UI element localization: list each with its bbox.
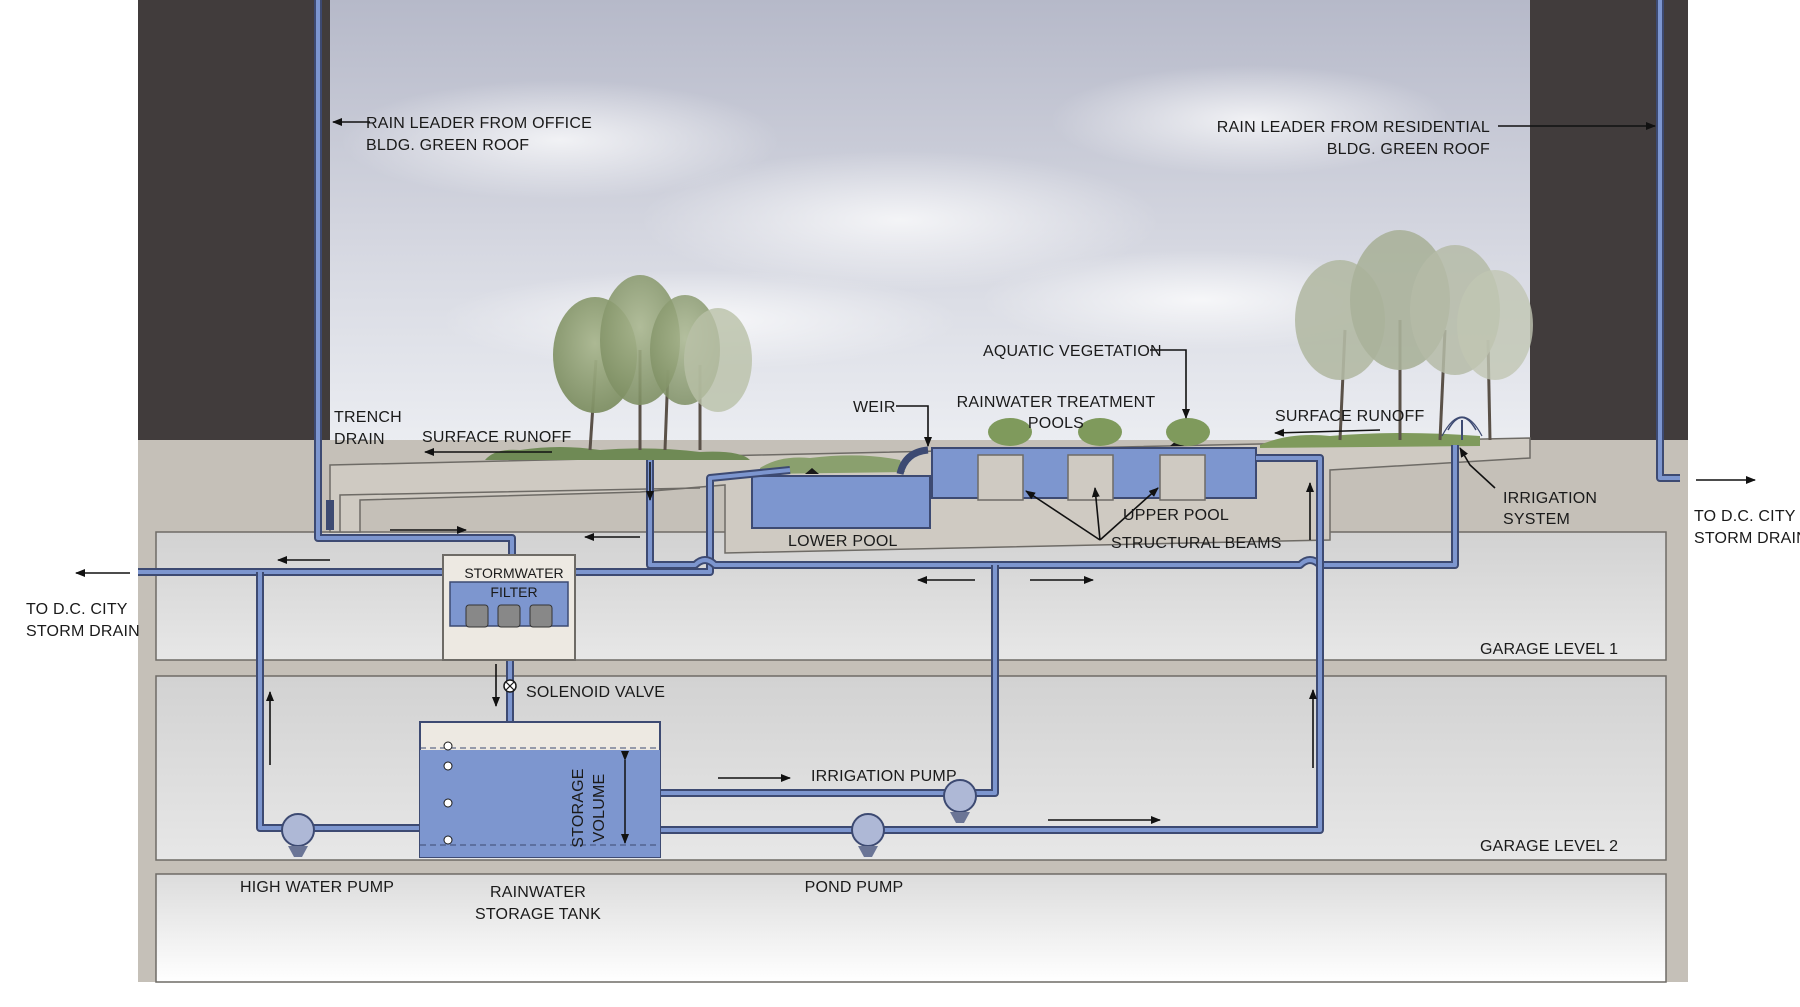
residential-building xyxy=(1530,0,1688,440)
label-structural-beams: STRUCTURAL BEAMS xyxy=(1111,535,1282,552)
label-stormwater-filter: FILTER xyxy=(490,584,537,600)
aquatic-vegetation xyxy=(988,418,1210,446)
label-to-storm-drain-left: TO D.C. CITY xyxy=(26,601,128,618)
label-trench-drain: TRENCH xyxy=(334,409,402,426)
level-sensor xyxy=(444,836,452,844)
label-surface-runoff-right: SURFACE RUNOFF xyxy=(1275,408,1424,425)
label-rain-leader-office: RAIN LEADER FROM OFFICE xyxy=(366,115,592,132)
label-rain-leader-office: BLDG. GREEN ROOF xyxy=(366,137,529,154)
sky-background xyxy=(330,0,1530,470)
label-irrigation-system: SYSTEM xyxy=(1503,511,1570,528)
label-stormwater-filter: STORMWATER xyxy=(464,565,563,581)
label-rain-leader-residential: RAIN LEADER FROM RESIDENTIAL xyxy=(1217,119,1490,136)
structural-beam xyxy=(1068,455,1113,500)
filter-cartridge xyxy=(466,605,488,627)
garage-level-1-space xyxy=(156,532,1666,660)
label-surface-runoff-left: SURFACE RUNOFF xyxy=(422,429,571,446)
filter-cartridge xyxy=(530,605,552,627)
label-to-storm-drain-right: STORM DRAIN xyxy=(1694,530,1800,547)
label-treatment-pools: POOLS xyxy=(1028,415,1084,432)
label-garage-level-2: GARAGE LEVEL 2 xyxy=(1480,838,1618,855)
rainwater-storage-tank xyxy=(420,722,660,857)
solenoid-valve xyxy=(504,680,516,692)
level-sensor xyxy=(444,799,452,807)
label-pond-pump: POND PUMP xyxy=(805,879,904,896)
label-rainwater-storage-tank: RAINWATER xyxy=(490,884,586,901)
label-high-water-pump: HIGH WATER PUMP xyxy=(240,879,394,896)
label-upper-pool: UPPER POOL xyxy=(1123,507,1229,524)
label-to-storm-drain-right: TO D.C. CITY xyxy=(1694,508,1796,525)
label-storage-volume: VOLUME xyxy=(591,774,608,843)
label-garage-level-1: GARAGE LEVEL 1 xyxy=(1480,641,1618,658)
level-sensor xyxy=(444,742,452,750)
lower-pool xyxy=(752,468,930,528)
structural-beam xyxy=(1160,455,1205,500)
label-irrigation-pump: IRRIGATION PUMP xyxy=(811,768,957,785)
label-treatment-pools: RAINWATER TREATMENT xyxy=(957,394,1156,411)
label-storage-volume: STORAGE xyxy=(570,768,587,847)
label-to-storm-drain-left: STORM DRAIN xyxy=(26,623,140,640)
label-rain-leader-residential: BLDG. GREEN ROOF xyxy=(1327,141,1490,158)
label-solenoid-valve: SOLENOID VALVE xyxy=(526,684,665,701)
label-aquatic-vegetation: AQUATIC VEGETATION xyxy=(983,343,1162,360)
level-sensor xyxy=(444,762,452,770)
upper-pool xyxy=(932,440,1256,500)
label-lower-pool: LOWER POOL xyxy=(788,533,898,550)
filter-cartridge xyxy=(498,605,520,627)
structural-beam xyxy=(978,455,1023,500)
label-rainwater-storage-tank: STORAGE TANK xyxy=(475,906,601,923)
label-irrigation-system: IRRIGATION xyxy=(1503,490,1597,507)
office-building xyxy=(138,0,330,505)
label-trench-drain: DRAIN xyxy=(334,431,385,448)
label-weir: WEIR xyxy=(853,399,896,416)
